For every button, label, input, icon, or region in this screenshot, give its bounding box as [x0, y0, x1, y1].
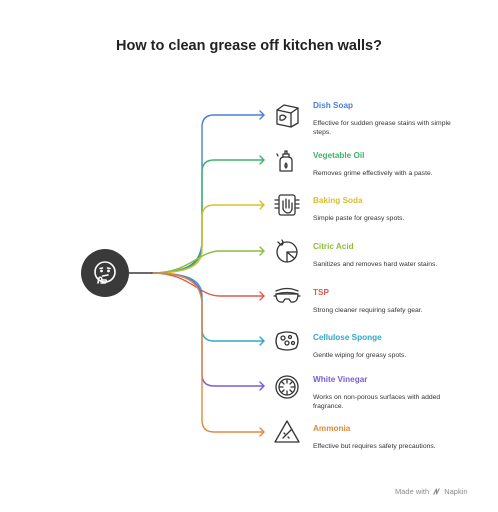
- item-title-vegetable-oil: Vegetable Oil: [313, 151, 365, 160]
- item-title-tsp: TSP: [313, 288, 329, 297]
- lemon-slice-icon: [275, 375, 299, 399]
- napkin-logo-icon: [433, 488, 440, 495]
- connector-citric-acid: [151, 250, 265, 274]
- made-with-napkin-footer[interactable]: Made with Napkin: [395, 487, 468, 496]
- hand-icon: [274, 194, 300, 216]
- oil-bottle-icon: [276, 150, 293, 172]
- citrus-icon: [276, 239, 298, 263]
- connector-vegetable-oil: [151, 159, 265, 274]
- arrowhead-tsp: [259, 291, 265, 301]
- item-title-dish-soap: Dish Soap: [313, 101, 354, 110]
- footer-brand: Napkin: [444, 487, 468, 496]
- item-title-baking-soda: Baking Soda: [313, 196, 363, 205]
- item-title-ammonia: Ammonia: [313, 424, 351, 433]
- connector-baking-soda: [151, 204, 265, 274]
- connector-cellulose-sponge: [151, 272, 265, 342]
- arrowhead-baking-soda: [259, 200, 265, 210]
- warning-icon: [274, 420, 300, 443]
- footer-prefix: Made with: [395, 487, 430, 496]
- arrowhead-dish-soap: [259, 110, 265, 120]
- connector-ammonia: [151, 272, 265, 433]
- arrowhead-citric-acid: [259, 246, 265, 256]
- diagram-title: How to clean grease off kitchen walls?: [116, 38, 382, 54]
- item-desc-dish-soap: Effective for sudden grease stains with …: [313, 120, 451, 137]
- thinking-face-icon: [94, 261, 116, 284]
- connector-dish-soap: [151, 114, 265, 274]
- connector-white-vinegar: [151, 272, 265, 387]
- item-desc-citric-acid: Sanitizes and removes hard water stains.: [313, 261, 438, 268]
- item-title-white-vinegar: White Vinegar: [313, 375, 368, 384]
- connector-tsp: [151, 272, 265, 297]
- arrowhead-vegetable-oil: [259, 155, 265, 165]
- pot-icon: [276, 104, 299, 128]
- item-title-cellulose-sponge: Cellulose Sponge: [313, 333, 382, 342]
- arrowhead-cellulose-sponge: [259, 336, 265, 346]
- item-desc-baking-soda: Simple paste for greasy spots.: [313, 215, 405, 222]
- arrowhead-white-vinegar: [259, 381, 265, 391]
- item-desc-cellulose-sponge: Gentle wiping for greasy spots.: [313, 352, 407, 359]
- arrowhead-ammonia: [259, 427, 265, 437]
- safety-goggles-icon: [273, 287, 301, 303]
- item-desc-vegetable-oil: Removes grime effectively with a paste.: [313, 170, 433, 177]
- thinking-face-hub: [81, 249, 129, 297]
- item-desc-tsp: Strong cleaner requiring safety gear.: [313, 307, 423, 314]
- item-desc-white-vinegar: Works on non-porous surfaces with added …: [313, 394, 441, 411]
- item-title-citric-acid: Citric Acid: [313, 242, 354, 251]
- item-desc-ammonia: Effective but requires safety precaution…: [313, 443, 436, 450]
- sponge-icon: [275, 331, 299, 351]
